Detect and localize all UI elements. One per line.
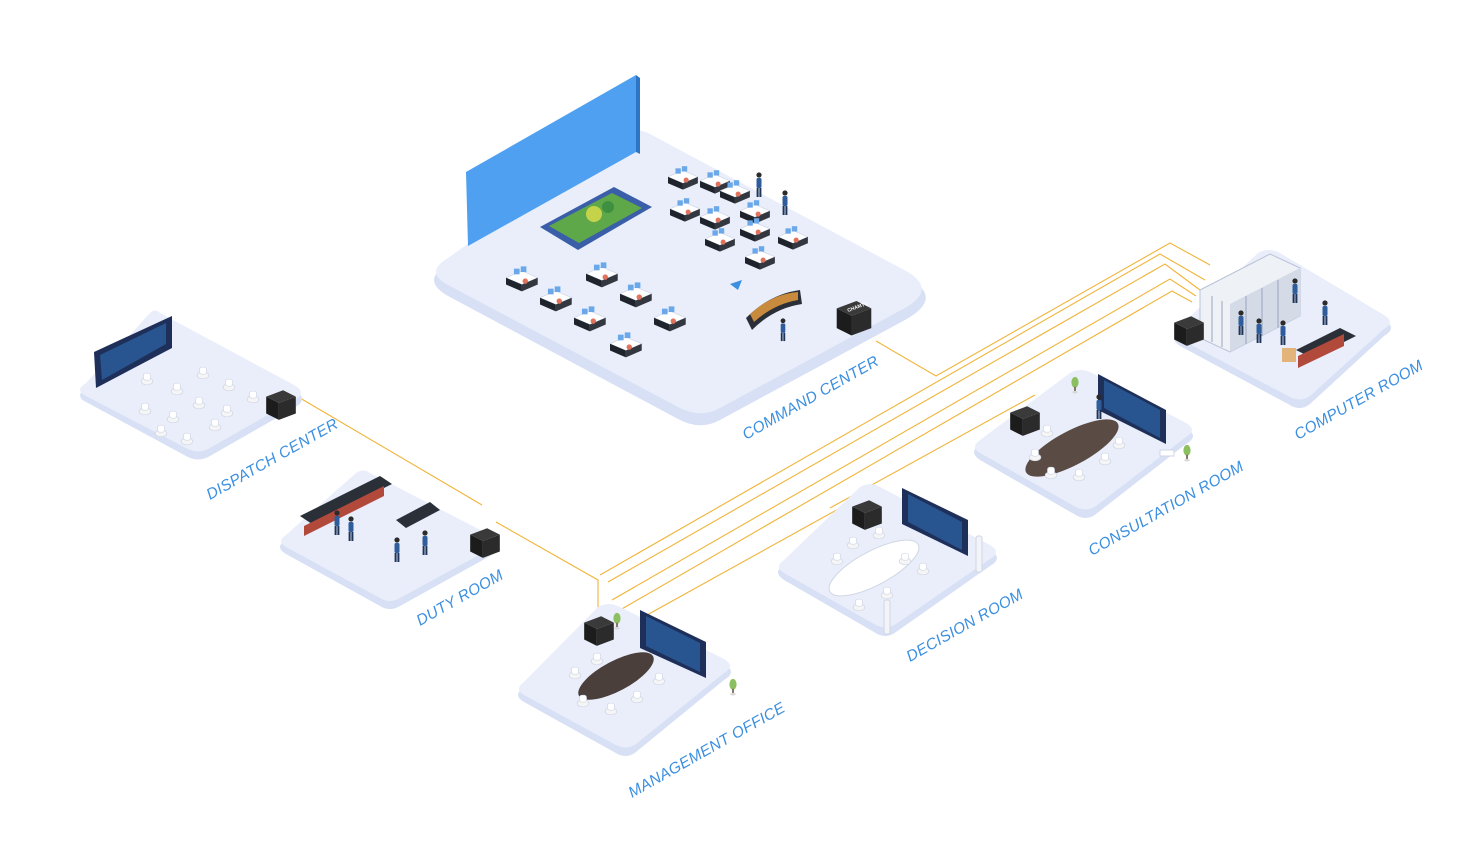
link-decision-to-computer xyxy=(607,263,1201,583)
console-row xyxy=(300,476,392,524)
command-center: CHAMTU COMMAND CENTER xyxy=(434,75,926,443)
video-wall-content xyxy=(908,494,962,550)
dispatch-center: DISPATCH CENTER xyxy=(80,310,341,503)
link-command-to-computer xyxy=(875,242,1211,377)
arrow-icon xyxy=(730,280,742,290)
connection-lines xyxy=(299,242,1211,621)
projector xyxy=(1159,449,1175,457)
video-wall-content xyxy=(1104,380,1160,438)
video-wall xyxy=(466,75,636,246)
console-desk xyxy=(304,486,384,536)
video-wall-content xyxy=(100,323,166,380)
plant xyxy=(729,678,737,696)
console-desk xyxy=(1298,334,1344,368)
meeting-table xyxy=(828,539,920,597)
speaker xyxy=(975,535,983,573)
map-region xyxy=(602,201,614,213)
video-wall-side xyxy=(636,75,640,154)
map-region xyxy=(586,206,602,222)
meeting-table xyxy=(1025,419,1119,477)
plant xyxy=(1183,444,1191,462)
computer-room: COMPUTER ROOM xyxy=(1174,250,1426,443)
link-management-to-computer xyxy=(611,278,1197,601)
management-office: MANAGEMENT OFFICE xyxy=(518,604,789,801)
link-dispatch-to-management xyxy=(299,397,483,506)
video-wall-content xyxy=(646,616,700,672)
server-racks xyxy=(1199,253,1301,353)
link-duty-to-management xyxy=(495,521,599,612)
platform-top xyxy=(80,310,301,452)
speaker xyxy=(883,599,891,635)
link-decision-device xyxy=(637,496,861,621)
console-screen xyxy=(750,292,798,322)
platform-top xyxy=(436,130,922,414)
link-duty-to-computer xyxy=(599,253,1206,576)
duty-room: DUTY ROOM xyxy=(280,470,507,629)
consultation-room: CONSULTATION ROOM xyxy=(974,370,1247,559)
link-consultation-to-computer xyxy=(619,290,1193,611)
platform-top xyxy=(281,470,496,601)
decision-room: DECISION ROOM xyxy=(778,484,1026,665)
console-row xyxy=(396,502,440,528)
crate xyxy=(1282,348,1296,362)
meeting-table xyxy=(578,652,654,700)
